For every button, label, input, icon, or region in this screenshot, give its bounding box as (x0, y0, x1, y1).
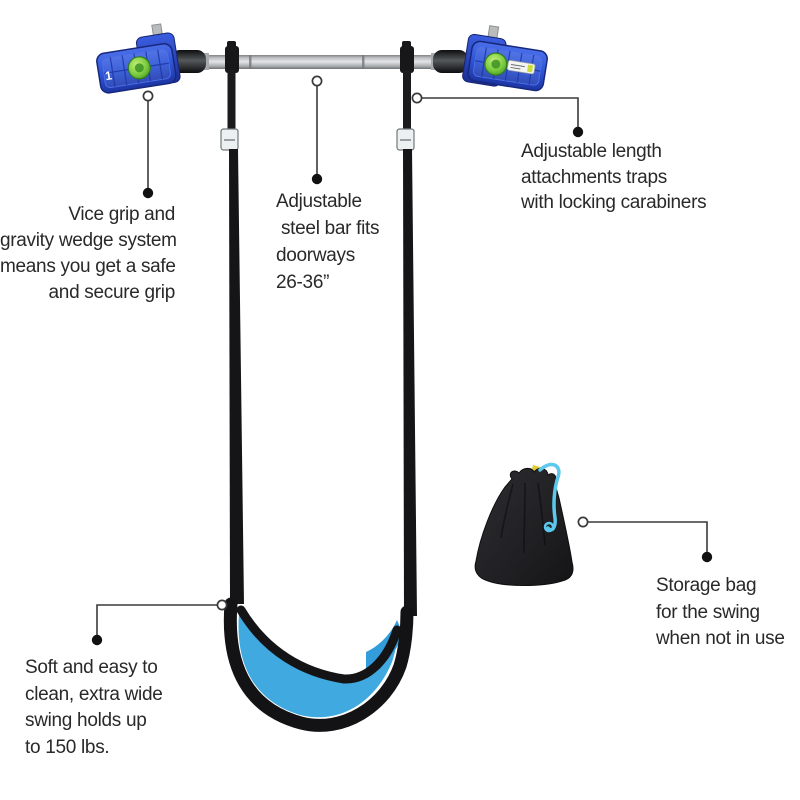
bar-collar-left (171, 50, 206, 73)
clamp-dial-right-center (491, 59, 501, 69)
annotation-line: when not in use (656, 628, 785, 649)
callout-dot-vice-grip (142, 187, 154, 199)
callout-dot-storage-bag (701, 551, 713, 563)
strap-wrap-right (400, 46, 414, 73)
brand-sticker (506, 59, 536, 75)
annotation-line: Adjustable (276, 191, 362, 212)
strap-left (220, 41, 244, 604)
bar-tube (196, 55, 442, 69)
swing-seat (223, 597, 414, 732)
annotation-line: means you get a safe (0, 256, 176, 277)
annotation-line: Adjustable length (521, 141, 662, 162)
annotation-line: clean, extra wide (25, 683, 163, 705)
callout-circle-swing-seat (216, 599, 228, 611)
strap-lower-left (229, 149, 244, 604)
callout-line-attachments (422, 97, 579, 127)
carabiner-left (220, 128, 239, 151)
callout-line-swing-seat (96, 604, 217, 635)
bar-collar-right (433, 50, 468, 73)
annotation-line: swing holds up (25, 710, 147, 731)
annotation-line: for the swing (656, 601, 760, 623)
annotation-line: Vice grip and (68, 204, 175, 225)
strap-wrap-left (225, 46, 239, 73)
callout-line-storage-bag (588, 521, 708, 552)
seat-bottom-trim (223, 597, 414, 732)
annotation-line: to 150 lbs. (25, 736, 110, 758)
callout-circle-storage-bag (577, 516, 589, 528)
clamp-number-label: 1 (104, 68, 113, 83)
annotation-vice-grip: Vice grip and gravity wedge system means… (0, 202, 177, 306)
callout-dot-swing-seat (91, 634, 103, 646)
callout-dot-attachments (572, 126, 584, 138)
annotation-line: gravity wedge system (0, 230, 177, 251)
bag-drawstring-loop (543, 521, 555, 533)
annotation-line: doorways (276, 245, 355, 266)
annotation-attachments: Adjustable length attachments traps with… (521, 139, 707, 216)
bar-seam-left (249, 55, 252, 69)
carabiner-right (396, 128, 415, 151)
seat-top-trim (236, 605, 402, 684)
callout-anchors (142, 75, 589, 611)
annotation-line: steel bar fits (276, 218, 380, 239)
annotation-line: and secure grip (48, 282, 176, 303)
bag-folds (500, 482, 546, 554)
strap-upper-right (403, 70, 411, 132)
callouts (96, 86, 708, 635)
callout-dots (91, 126, 713, 646)
storage-bag (474, 462, 574, 586)
bar-seam-right (362, 55, 365, 69)
strap-lower-right (403, 149, 417, 616)
annotation-line: attachments traps (521, 166, 667, 188)
callout-circle-attachments (411, 92, 423, 104)
annotation-line: with locking carabiners (521, 192, 707, 213)
strap-right (396, 41, 417, 616)
steel-bar (196, 55, 442, 69)
annotation-storage-bag: Storage bag for the swing when not in us… (656, 573, 785, 653)
annotation-line: Soft and easy to (25, 657, 158, 678)
annotation-line: Storage bag (656, 575, 757, 596)
annotation-line: 26-36” (276, 272, 330, 293)
callout-circle-steel-bar (311, 75, 323, 87)
vice-clamp-right (462, 25, 548, 92)
callout-dot-steel-bar (311, 173, 323, 185)
callout-circle-vice-grip (142, 90, 154, 102)
vice-clamp-left: 1 (96, 23, 181, 94)
strap-upper-left (227, 70, 236, 132)
clamp-dial-center-left (134, 63, 144, 73)
seat-front-panel (238, 612, 399, 718)
annotation-steel-bar: Adjustable steel bar fits doorways 26-36… (276, 188, 380, 296)
annotation-swing-seat: Soft and easy to clean, extra wide swing… (25, 655, 163, 761)
